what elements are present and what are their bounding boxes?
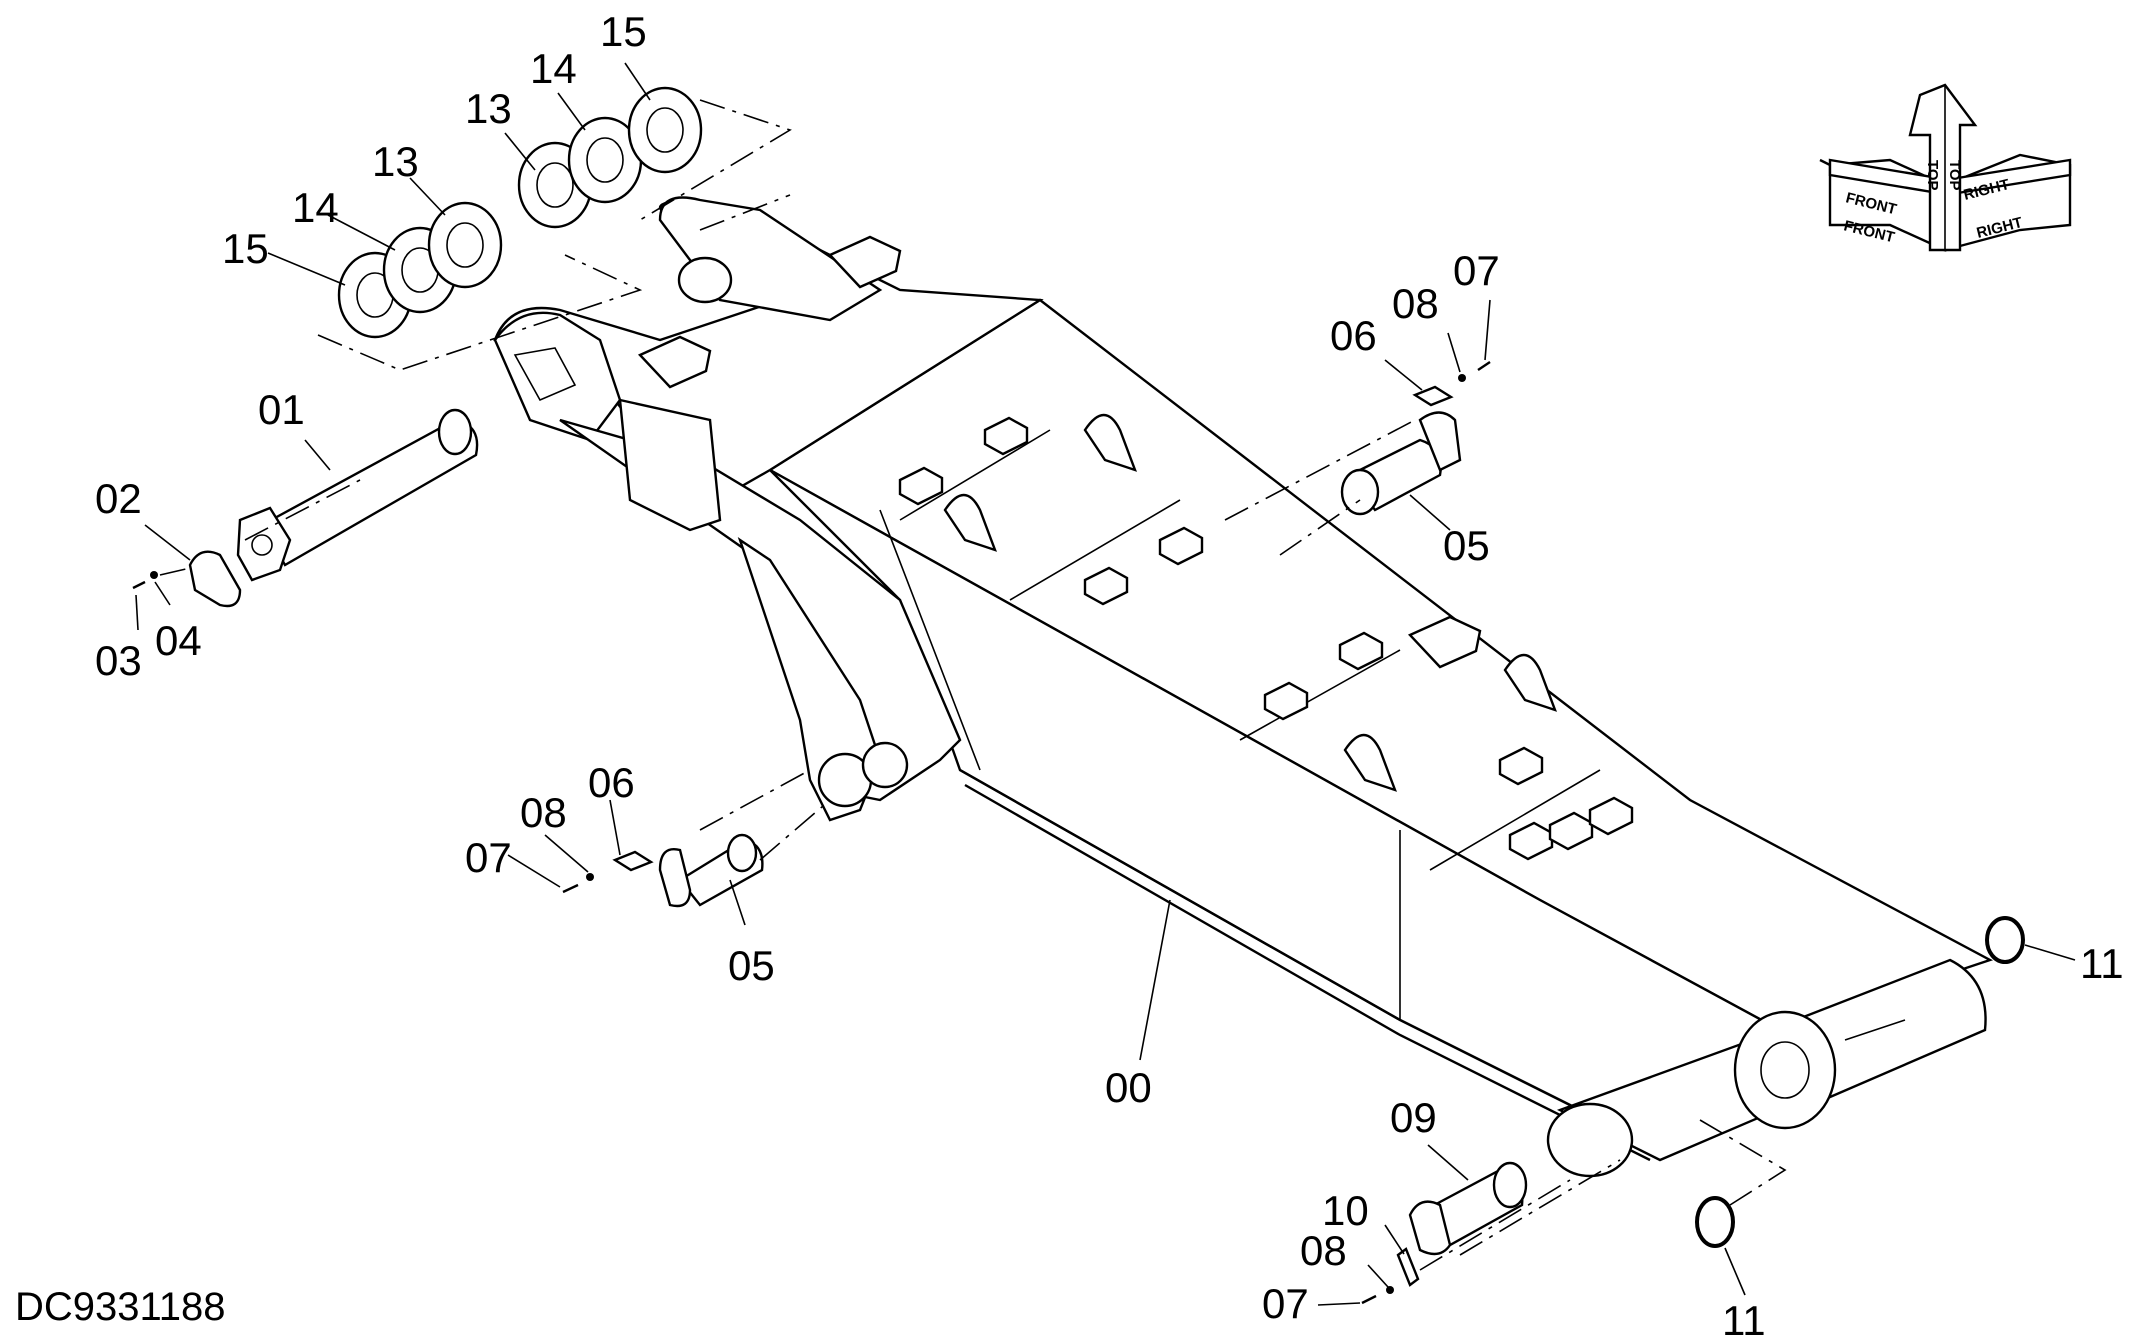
callout-07-tip: 07 (1262, 1280, 1309, 1327)
callout-13-right: 13 (465, 85, 512, 132)
boom-side-seam (879, 509, 1401, 1020)
callout-08-upper: 08 (1392, 280, 1439, 327)
orient-label-top-right: TOP (1946, 160, 1963, 191)
top-arrow-icon (1908, 83, 1978, 252)
boom-body (493, 196, 1994, 1178)
washer-04 (150, 571, 158, 579)
leader-lines (135, 62, 2076, 1306)
callout-03: 03 (95, 637, 142, 684)
pin-05-lower-flange (658, 848, 692, 908)
callout-04: 04 (155, 617, 202, 664)
top-brackets (637, 235, 1634, 861)
lock-plate-10 (1396, 1247, 1420, 1287)
callout-15-left: 15 (222, 225, 269, 272)
pin-09-flange (1408, 1200, 1452, 1256)
bolt-03 (132, 580, 146, 590)
o-ring-lower-axis (1699, 1119, 1787, 1206)
o-ring-11-lower (1695, 1196, 1735, 1248)
bolt-07-tip (1361, 1294, 1377, 1305)
tip-lower-boss (1546, 1102, 1634, 1178)
pin-05-upper-flange (1418, 411, 1462, 472)
boom-cylinder-bracket (737, 537, 882, 822)
callout-08-tip: 08 (1300, 1227, 1347, 1274)
callout-08-lower: 08 (520, 789, 567, 836)
shim-13-left (427, 201, 503, 289)
tip-pin-tube-end (1733, 1010, 1837, 1130)
lock-plate-06-upper (1412, 385, 1454, 407)
upper-pin-assembly (1224, 361, 1491, 556)
callout-00: 00 (1105, 1064, 1152, 1111)
tip-pin-assembly (1361, 1159, 1621, 1305)
boom-rear-plate (618, 398, 722, 532)
callout-05-lower: 05 (728, 942, 775, 989)
washer-08-lower (586, 873, 594, 881)
lower-pin-assembly (562, 769, 831, 908)
cylinder-bracket-bore-2 (861, 741, 909, 789)
shim-15-right (627, 86, 703, 174)
boom-top-stiffeners (899, 429, 1601, 871)
bolt-07-lower (562, 883, 579, 894)
tip-tube-seam (1844, 1019, 1906, 1041)
callout-14-right: 14 (530, 45, 577, 92)
callout-13-left: 13 (372, 138, 419, 185)
orient-label-top-left: TOP (1924, 160, 1941, 191)
callout-02: 02 (95, 475, 142, 522)
callout-06-lower: 06 (588, 759, 635, 806)
callout-01: 01 (258, 386, 305, 433)
top-lugs (943, 413, 1558, 792)
callout-09: 09 (1390, 1094, 1437, 1141)
callout-07-upper: 07 (1453, 247, 1500, 294)
cover-plate-02 (188, 550, 242, 608)
callout-11-lower: 11 (1722, 1297, 1766, 1340)
shim-set-right (517, 86, 792, 231)
orientation-arrows-icon: FRONT TOP TOP RIGHT FRONT RIGHT (1819, 83, 2072, 252)
tip-pin-tube-bore (1760, 1041, 1810, 1099)
foot-boss-bore (513, 347, 577, 402)
drawing-reference-code: DC9331188 (15, 1285, 226, 1329)
washer-08-tip (1386, 1286, 1394, 1294)
callout-10: 10 (1322, 1187, 1369, 1234)
lock-plate-06-lower (612, 850, 654, 872)
callout-06-upper: 06 (1330, 312, 1377, 359)
callout-11-upper: 11 (2080, 940, 2124, 987)
o-ring-11-upper (1985, 916, 2025, 964)
callout-14-left: 14 (292, 184, 339, 231)
rear-lug-bore (677, 256, 733, 304)
callout-labels: 15 14 13 13 14 15 01 02 03 04 06 08 07 0… (95, 8, 2124, 1340)
washer-08-upper (1458, 374, 1466, 382)
foot-pin-assembly (132, 408, 479, 608)
boom-foot-boss (493, 311, 622, 442)
shim-set-left (317, 201, 643, 371)
bolt-07-upper (1477, 361, 1491, 371)
foot-pin-flange (236, 506, 292, 582)
callout-15-right: 15 (600, 8, 647, 55)
callout-05-upper: 05 (1443, 522, 1490, 569)
callout-07-lower: 07 (465, 834, 512, 881)
